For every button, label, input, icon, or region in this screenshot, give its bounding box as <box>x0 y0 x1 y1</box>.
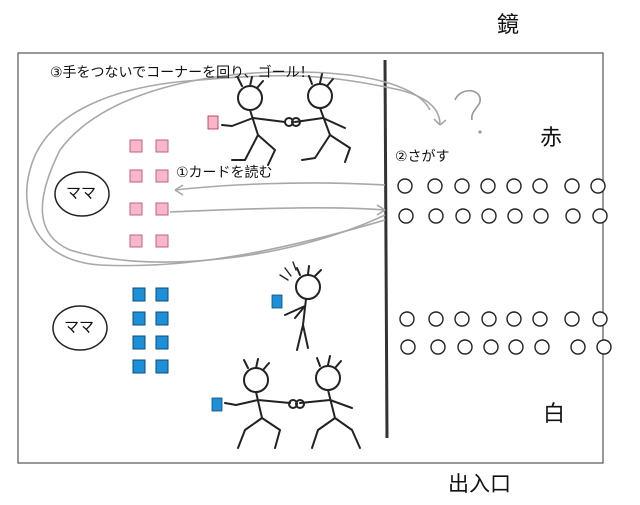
runner-bottom-right <box>299 355 361 449</box>
kids-circles <box>397 178 612 355</box>
red-team-circle <box>428 208 444 224</box>
pink-card <box>155 234 169 248</box>
white-team-circle <box>596 339 612 355</box>
red-team-circle <box>398 208 414 224</box>
white-team-circle <box>430 339 446 355</box>
red-team-circle <box>507 208 523 224</box>
white-team-circle <box>592 311 608 327</box>
white-team-circle <box>399 311 415 327</box>
entrance-label: 出入口 <box>448 472 511 496</box>
white-team-label: 白 <box>543 402 566 427</box>
red-team-circle <box>565 208 581 224</box>
red-team-circle <box>533 208 549 224</box>
pink-card <box>155 169 169 183</box>
held-blue-card-middle <box>271 294 283 309</box>
red-team-circle <box>455 208 471 224</box>
white-team-circle <box>481 311 497 327</box>
mama-oval-bottom <box>52 305 108 351</box>
pink-card <box>155 202 169 216</box>
red-team-circle <box>564 178 580 194</box>
question-doodle <box>454 89 481 121</box>
mama-top-label: ママ <box>66 184 97 202</box>
red-team-circle <box>506 178 522 194</box>
red-team-circle <box>590 178 606 194</box>
runner-bottom-left <box>224 358 291 449</box>
held-pink-card <box>207 115 219 130</box>
step1-label: ①カードを読む <box>176 165 273 181</box>
mama-bottom-label: ママ <box>64 318 95 336</box>
red-team-circle <box>480 178 496 194</box>
red-team-circle <box>592 208 608 224</box>
pink-card <box>129 169 143 183</box>
blue-card <box>155 335 169 350</box>
red-team-circle <box>532 178 548 194</box>
blue-card <box>132 335 146 350</box>
held-blue-card-bottom <box>211 397 223 412</box>
white-team-circle <box>570 339 586 355</box>
white-team-circle <box>400 339 416 355</box>
pink-card <box>129 139 143 153</box>
route-arrows <box>25 71 447 267</box>
white-team-circle <box>483 339 499 355</box>
divider-line <box>383 59 389 439</box>
step2-label: ②さがす <box>395 149 450 165</box>
white-team-circle <box>428 311 444 327</box>
pink-card-group <box>129 139 169 248</box>
room-outline <box>17 52 604 464</box>
blue-card <box>132 311 146 326</box>
runner-top-right <box>294 73 351 163</box>
red-team-circle <box>427 178 443 194</box>
red-team-circle <box>454 178 470 194</box>
blue-card <box>132 287 146 302</box>
red-team-circle <box>397 178 413 194</box>
pink-card <box>155 139 169 153</box>
mirror-label: 鏡 <box>497 13 520 38</box>
pink-card <box>129 202 143 216</box>
runner-middle <box>279 261 322 351</box>
blue-card <box>155 287 169 302</box>
blue-card <box>155 359 169 374</box>
white-team-circle <box>454 311 470 327</box>
red-team-circle <box>481 208 497 224</box>
white-team-circle <box>506 311 522 327</box>
red-team-label: 赤 <box>540 126 563 151</box>
runner-top-left <box>221 76 286 166</box>
mama-oval-top <box>54 171 110 217</box>
white-team-circle <box>564 311 580 327</box>
blue-card <box>155 311 169 326</box>
white-team-circle <box>534 339 550 355</box>
blue-card <box>132 359 146 374</box>
blue-card-group <box>132 287 169 374</box>
pink-card <box>129 234 143 248</box>
step3-label: ③手をつないでコーナーを回り、ゴール！ <box>50 65 314 81</box>
white-team-circle <box>508 339 524 355</box>
stick-figures <box>221 73 361 449</box>
white-team-circle <box>457 339 473 355</box>
white-team-circle <box>532 311 548 327</box>
